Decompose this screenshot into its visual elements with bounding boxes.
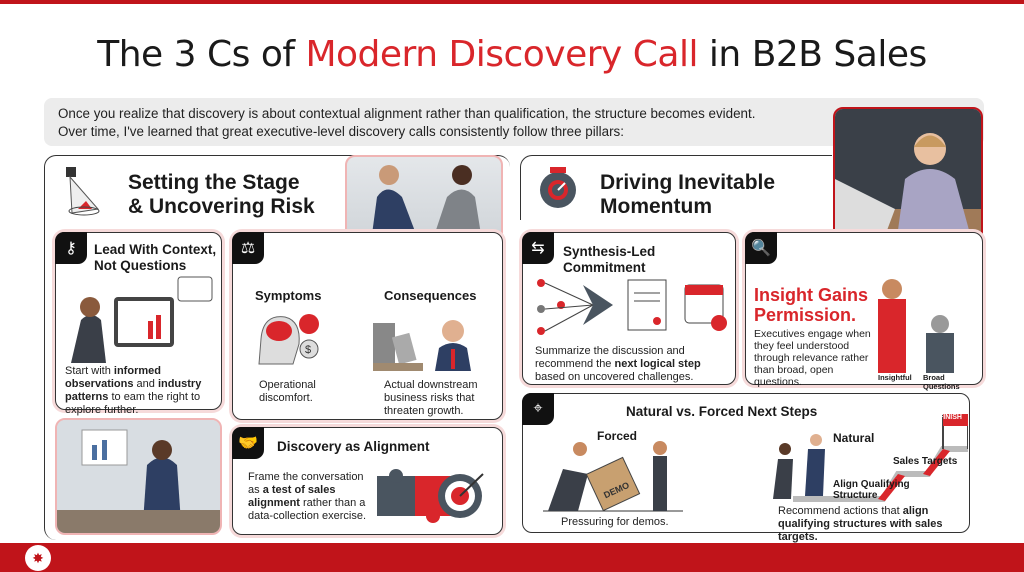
card-body: Summarize the discussion and recommend t… xyxy=(535,345,701,383)
card-title: Natural vs. Forced Next Steps xyxy=(626,404,818,419)
engine-gauge-icon xyxy=(530,165,585,215)
consequences-title: Consequences xyxy=(384,288,477,303)
puzzle-target-icon xyxy=(375,466,490,526)
card-body: Executives engage when they feel underst… xyxy=(754,328,871,388)
natural-label: Natural xyxy=(833,431,875,445)
card-title: Lead With Context,Not Questions xyxy=(94,242,217,273)
card-body: Frame the conversation as a test of sale… xyxy=(248,471,367,522)
call-center-photo xyxy=(833,107,983,250)
card-body: Start with informed observations and ind… xyxy=(65,365,202,416)
symptoms-text: Operational discomfort. xyxy=(259,379,316,404)
synthesis-illustration xyxy=(533,275,728,337)
magnifier-icon: 🔍 xyxy=(745,232,777,264)
spotlight-icon xyxy=(58,165,113,220)
consequences-text: Actual downstream business risks that th… xyxy=(384,379,478,417)
forced-label: Forced xyxy=(597,429,638,443)
scales-icon: ⚖ xyxy=(232,232,264,264)
intro-box: Once you realize that discovery is about… xyxy=(44,98,984,146)
footer-bar xyxy=(0,543,1024,572)
forced-caption: Pressuring for demos. xyxy=(561,516,669,528)
symptoms-title: Symptoms xyxy=(255,288,322,303)
natural-steps-illustration xyxy=(753,404,993,504)
card-title: Synthesis-Led Commitment xyxy=(563,244,656,275)
handshake-icon: 🤝 xyxy=(232,427,264,459)
page-title: The 3 Cs of Modern Discovery Call in B2B… xyxy=(97,34,927,75)
intro-line: Over time, I've learned that great execu… xyxy=(58,124,624,139)
bar-label: Broad Questions xyxy=(923,373,960,391)
route-pins-icon: ⌖ xyxy=(522,393,554,425)
right-pillar-header xyxy=(520,155,832,220)
synthesis-led-commitment-card: ⇆ Synthesis-Led Commitment Summarize the… xyxy=(522,232,736,385)
bar-label: Insightful xyxy=(878,373,912,382)
sales-targets-label: Sales Targets xyxy=(893,456,958,467)
collapsing-building-illustration xyxy=(373,313,483,371)
symptoms-consequences-card: ⚖ Symptoms Consequences $ Operational di… xyxy=(232,232,503,420)
workflow-icon: ⇆ xyxy=(522,232,554,264)
person-figure xyxy=(931,315,949,333)
key-icon: ⚷ xyxy=(55,232,87,264)
left-pillar-section xyxy=(44,155,510,540)
bar-broad-questions xyxy=(926,333,954,373)
finish-flag-label: FINISH xyxy=(939,414,962,421)
left-pillar-title: Setting the Stage& Uncovering Risk xyxy=(128,171,315,218)
discovery-alignment-card: 🤝 Discovery as Alignment Frame the conve… xyxy=(232,427,503,535)
bar-insightful xyxy=(878,299,906,373)
natural-vs-forced-card: ⌖ Natural vs. Forced Next Steps Forced D… xyxy=(522,393,993,543)
lead-with-context-card: ⚷ Lead With Context,Not Questions Start … xyxy=(55,232,222,416)
forced-demo-illustration: DEMO xyxy=(538,434,688,514)
svg-text:$: $ xyxy=(305,344,311,356)
card-title: Discovery as Alignment xyxy=(277,439,430,454)
natural-caption: Recommend actions that align qualifying … xyxy=(778,505,943,543)
brain-stress-icon: $ xyxy=(253,309,323,369)
intro-line: Once you realize that discovery is about… xyxy=(58,106,756,121)
top-accent-bar xyxy=(0,0,1024,4)
executive-figure xyxy=(882,279,902,299)
meeting-photo xyxy=(55,418,222,535)
presenter-with-tablet-illustration xyxy=(66,275,216,363)
brand-logo: ✸ xyxy=(25,545,51,571)
